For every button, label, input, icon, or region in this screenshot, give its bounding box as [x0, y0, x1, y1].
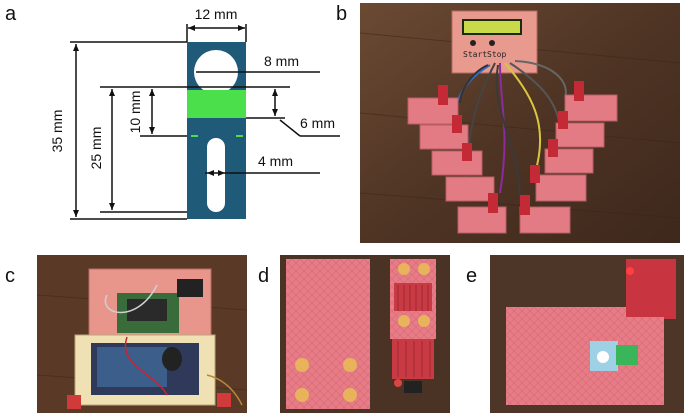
photo-single-device: [37, 255, 247, 413]
photo-printed-parts: [280, 255, 450, 413]
sensor-pads: [407, 94, 618, 234]
photo-multichannel-device: Start Stop: [360, 3, 680, 243]
dim-sensor-height: 25 mm: [88, 127, 104, 170]
dimension-arrows: [73, 25, 278, 217]
dim-width-top: 12 mm: [195, 6, 238, 22]
stop-label: Stop: [487, 50, 506, 59]
dim-pad-gap: 6 mm: [300, 115, 335, 131]
dimension-lines: [70, 24, 340, 220]
panel-label-b: b: [336, 3, 348, 25]
panel-label-a: a: [5, 3, 17, 25]
photo-sensor-holder: [490, 255, 684, 413]
green-pad: [187, 90, 246, 118]
dim-total-height: 35 mm: [49, 110, 65, 153]
panel-label-d: d: [258, 265, 270, 287]
sensor-dimension-drawing: 12 mm 8 mm 35 mm 25 mm 10 mm 6 mm 4 mm: [49, 6, 340, 220]
panel-label-e: e: [466, 265, 478, 287]
dim-slot-width: 4 mm: [258, 153, 293, 169]
panel-label-c: c: [5, 265, 15, 287]
dim-hole: 8 mm: [264, 53, 299, 69]
start-label: Start: [463, 50, 487, 59]
sensor-slot: [207, 138, 225, 212]
dim-pad-height: 10 mm: [127, 91, 143, 134]
